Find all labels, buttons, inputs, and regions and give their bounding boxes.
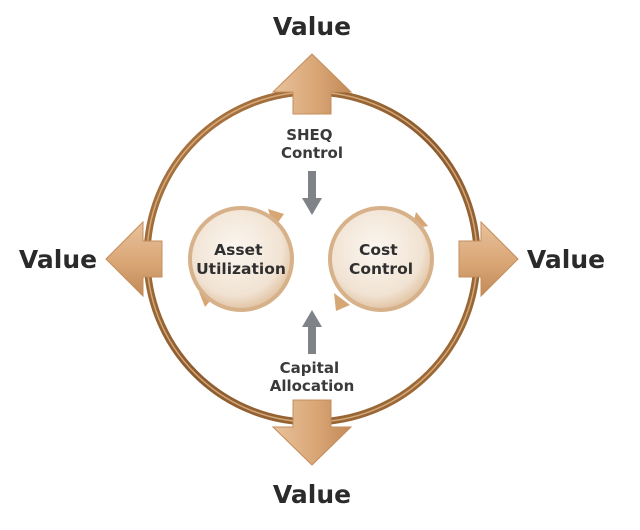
- input-label-sheq: SHEQ Control: [281, 126, 343, 162]
- value-label-right: Value: [527, 245, 605, 274]
- value-label-top: Value: [273, 12, 351, 41]
- input-label-sheq-line1: SHEQ: [286, 126, 332, 144]
- node-cost-label: Cost Control: [349, 241, 413, 278]
- node-cost-line2: Control: [349, 260, 413, 278]
- node-asset-line1: Asset: [214, 241, 263, 259]
- value-label-bottom: Value: [273, 480, 351, 509]
- arrow-right-value: [458, 220, 519, 298]
- arrow-left-value: [105, 220, 163, 298]
- node-cost-control: Cost Control: [328, 206, 434, 312]
- input-label-capital: Capital Allocation: [270, 359, 355, 395]
- input-label-capital-line1: Capital: [280, 359, 339, 377]
- node-asset-line2: Utilization: [196, 260, 286, 278]
- input-label-sheq-line2: Control: [281, 144, 343, 162]
- small-arrow-down: [302, 171, 322, 215]
- node-asset-utilization: Asset Utilization: [188, 206, 294, 312]
- arrow-up-value: [271, 53, 353, 115]
- node-asset-label: Asset Utilization: [196, 241, 286, 278]
- small-arrow-up: [302, 310, 322, 354]
- arrow-down-value: [271, 399, 353, 466]
- value-label-left: Value: [19, 245, 97, 274]
- input-label-capital-line2: Allocation: [270, 377, 355, 395]
- node-cost-line1: Cost: [359, 241, 398, 259]
- node-asset-cycle-arrow-top: [268, 209, 284, 228]
- node-cost-cycle-arrow-bottom: [334, 293, 350, 311]
